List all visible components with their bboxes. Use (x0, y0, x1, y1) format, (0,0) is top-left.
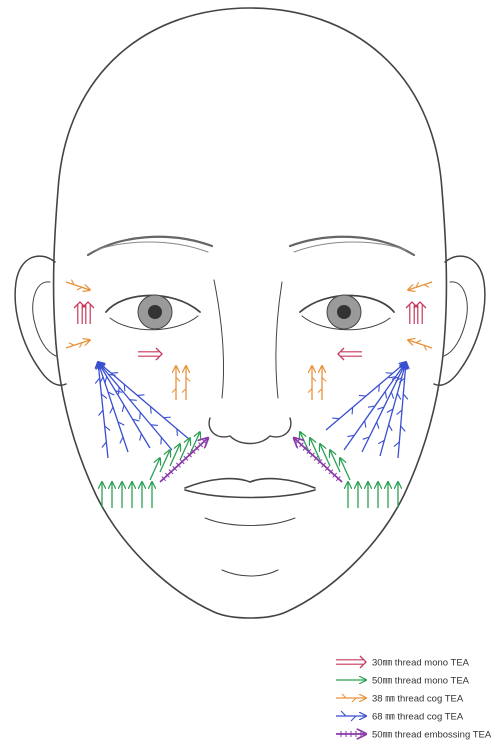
legend-label-emboss50: 50㎜ thread embossing TEA (372, 730, 492, 741)
cog68-arrow-fan-left-4 (98, 362, 172, 450)
legend-label-cog38: 38 ㎜ thread cog TEA (372, 694, 464, 705)
mouth-lower-lip (205, 518, 295, 526)
legend: 30㎜ thread mono TEA 50㎜ thread mono TEA 38… (336, 656, 492, 741)
mono50-arrow-nasolabial-left-2 (160, 450, 170, 472)
thread-arrows (66, 280, 432, 508)
mono50-arrow-nasolabial-right-2 (330, 450, 340, 472)
legend-swatch-cog38 (336, 694, 366, 702)
ear-left-inner (33, 282, 56, 356)
legend-label-cog68: 68 ㎜ thread cog TEA (372, 712, 464, 723)
legend-swatch-mono30 (336, 656, 366, 668)
legend-item-mono30: 30㎜ thread mono TEA (336, 656, 470, 669)
mono30-arrow-undereye-right (338, 348, 362, 360)
legend-swatch-emboss50 (336, 731, 366, 737)
legend-item-cog68: 68 ㎜ thread cog TEA (336, 711, 464, 723)
legend-label-mono50: 50㎜ thread mono TEA (372, 676, 470, 687)
mono30-arrow-temple-left-2 (82, 302, 94, 324)
mouth-upper-lip (185, 479, 315, 488)
mono50-arrow-nasolabial-right-1 (340, 458, 350, 480)
eye-left-pupil (148, 305, 162, 319)
chin (222, 570, 278, 576)
cog38-arrow-temple-right-2 (408, 340, 432, 350)
legend-item-mono50: 50㎜ thread mono TEA (336, 676, 470, 687)
nose-bridge-left (214, 280, 224, 398)
cog38-arrow-temple-right-1 (408, 282, 432, 290)
mono30-arrow-temple-right-2 (414, 302, 426, 324)
cog38-arrow-cheek-right-1 (308, 366, 316, 400)
cog38-arrow-cheek-left-2 (182, 366, 190, 400)
ear-right-inner (444, 282, 467, 356)
legend-item-emboss50: 50㎜ thread embossing TEA (336, 730, 492, 741)
mouth-line (185, 490, 315, 498)
cog38-arrow-temple-left-2 (66, 340, 90, 348)
legend-swatch-cog68 (336, 711, 366, 721)
cog38-arrow-cheek-left-1 (172, 366, 180, 400)
mono50-arrow-nasolabial-left-1 (150, 458, 160, 480)
nose-bridge-right (276, 282, 282, 398)
cog38-arrow-temple-left-1 (66, 280, 90, 290)
face-outline (54, 8, 447, 618)
mono30-arrow-undereye-left (138, 348, 162, 360)
eyebrow-left (88, 237, 212, 255)
nose-base (209, 418, 291, 444)
eye-right-pupil (337, 305, 351, 319)
mono50-arrow-nasolabial-left-3 (170, 444, 180, 466)
cog38-arrow-cheek-right-2 (318, 366, 326, 400)
legend-item-cog38: 38 ㎜ thread cog TEA (336, 694, 464, 705)
eyebrow-right (290, 237, 414, 255)
legend-label-mono30: 30㎜ thread mono TEA (372, 658, 470, 669)
